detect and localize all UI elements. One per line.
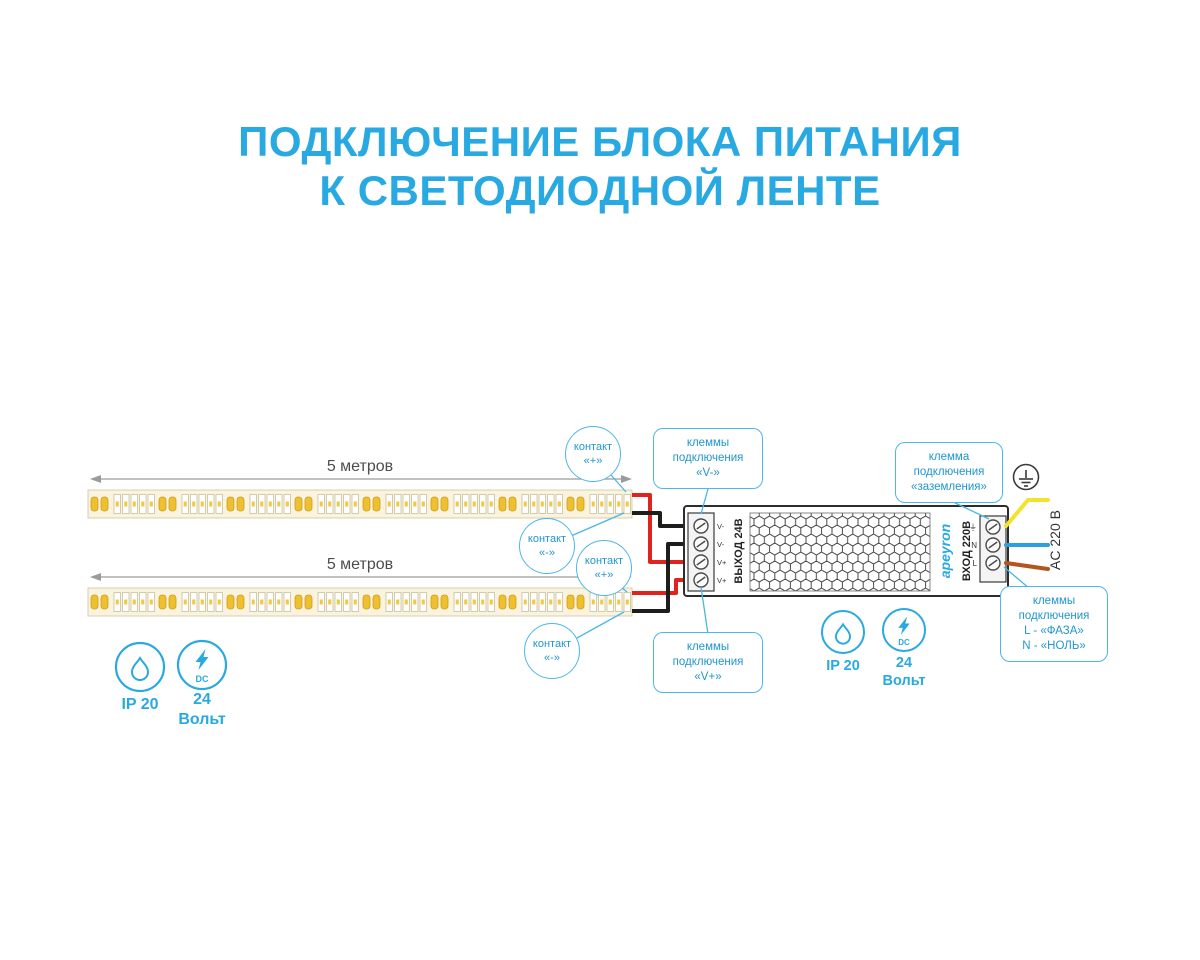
led-strip-1	[87, 489, 633, 519]
callout-text: клеммы	[686, 641, 730, 653]
wire-phase	[1004, 561, 1050, 571]
callout-text: контакт	[573, 440, 613, 453]
title-line-2: К СВЕТОДИОДНОЙ ЛЕНТЕ	[319, 166, 881, 214]
callout-contact-minus-strip-2: контакт «-»	[524, 623, 580, 679]
callout-text: L - «ФАЗА»	[1024, 624, 1084, 637]
badge-dc24-psu: DC 24 Вольт	[882, 608, 926, 689]
wire-ground	[1004, 498, 1050, 528]
callout-text: «-»	[544, 652, 560, 664]
psu-input-terminal-block: ⏚ N L	[969, 515, 1007, 583]
callout-text: «V+»	[694, 670, 722, 683]
badge-ip20-left: IP 20	[114, 641, 166, 713]
water-drop-icon	[834, 622, 852, 645]
callout-mains-terminals: клеммы подключения L - «ФАЗА» N - «НОЛЬ»	[1000, 586, 1108, 662]
callout-contact-plus-strip-1: контакт «+»	[565, 426, 621, 482]
voltage-label-line2: Вольт	[883, 673, 926, 689]
power-supply-unit: V- V- V+ V+ ВЫХОД 24В apeyron ВХОД 220В …	[683, 505, 1009, 597]
callout-text: подключения	[672, 655, 744, 668]
callout-text: клеммы	[686, 437, 730, 449]
input-terminal-label-l: L	[973, 559, 978, 568]
lightning-bolt-icon	[898, 616, 910, 635]
output-terminal-label-1: V-	[717, 522, 725, 531]
callout-text: «+»	[594, 569, 614, 581]
callout-contact-plus-strip-2: контакт «+»	[576, 540, 632, 596]
ground-symbol	[1012, 463, 1040, 491]
callout-text: подключения	[913, 465, 985, 478]
input-terminal-label-ground: ⏚	[969, 523, 977, 532]
callout-text: «+»	[583, 455, 603, 467]
callout-ground-terminal: клемма подключения «заземления»	[895, 442, 1003, 503]
callout-text: клеммы	[1032, 595, 1076, 607]
callout-v-plus-terminals: клеммы подключения «V+»	[653, 632, 763, 693]
callout-v-minus-terminals: клеммы подключения «V-»	[653, 428, 763, 489]
dimension-strip-2: 5 метров	[90, 556, 632, 581]
brand-logo: apeyron	[937, 524, 953, 578]
water-drop-icon	[130, 656, 150, 681]
output-terminal-label-3: V+	[717, 558, 727, 567]
callout-leader-lines	[570, 474, 1031, 639]
strip-2-length-label: 5 метров	[327, 556, 393, 573]
callout-text: контакт	[527, 532, 567, 545]
voltage-label-line2: Вольт	[178, 711, 226, 728]
callout-text: «V-»	[696, 466, 720, 479]
strip-1-length-label: 5 метров	[327, 458, 393, 475]
callout-text: «заземления»	[911, 480, 987, 493]
output-terminal-label-2: V-	[717, 540, 725, 549]
callout-text: контакт	[584, 554, 624, 567]
callout-contact-minus-strip-1: контакт «-»	[519, 518, 575, 574]
badge-dc24-left: DC 24 Вольт	[176, 639, 228, 728]
psu-input-label: ВХОД 220В	[961, 521, 973, 581]
dc-label: DC	[898, 638, 910, 647]
lightning-bolt-icon	[195, 649, 209, 670]
ac-voltage-label: AC 220 В	[1047, 510, 1063, 570]
voltage-label-line1: 24	[193, 691, 211, 708]
callout-text: «-»	[539, 547, 555, 559]
callout-text: контакт	[532, 637, 572, 650]
title-line-1: ПОДКЛЮЧЕНИЕ БЛОКА ПИТАНИЯ	[238, 118, 962, 165]
ac-wires	[1004, 498, 1050, 571]
dimension-strip-1: 5 метров	[90, 458, 632, 483]
ip-rating-label: IP 20	[826, 658, 860, 674]
input-terminal-label-n: N	[971, 541, 977, 550]
output-terminal-label-4: V+	[717, 576, 727, 585]
page-title: ПОДКЛЮЧЕНИЕ БЛОКА ПИТАНИЯ К СВЕТОДИОДНОЙ…	[0, 118, 1200, 215]
psu-output-label: ВЫХОД 24В	[733, 518, 745, 583]
callout-text: подключения	[1018, 609, 1090, 622]
callout-text: клемма	[928, 451, 970, 463]
led-strip-2	[87, 587, 633, 617]
ip-rating-label: IP 20	[121, 696, 158, 713]
wire-plus-strip-1	[632, 493, 698, 564]
callout-text: N - «НОЛЬ»	[1022, 639, 1086, 652]
wire-minus-strip-1	[632, 511, 698, 528]
dc-label: DC	[196, 674, 209, 684]
callout-text: подключения	[672, 451, 744, 464]
badge-ip20-psu: IP 20	[821, 610, 865, 674]
voltage-label-line1: 24	[896, 655, 912, 671]
hex-vent-pattern	[749, 512, 931, 592]
